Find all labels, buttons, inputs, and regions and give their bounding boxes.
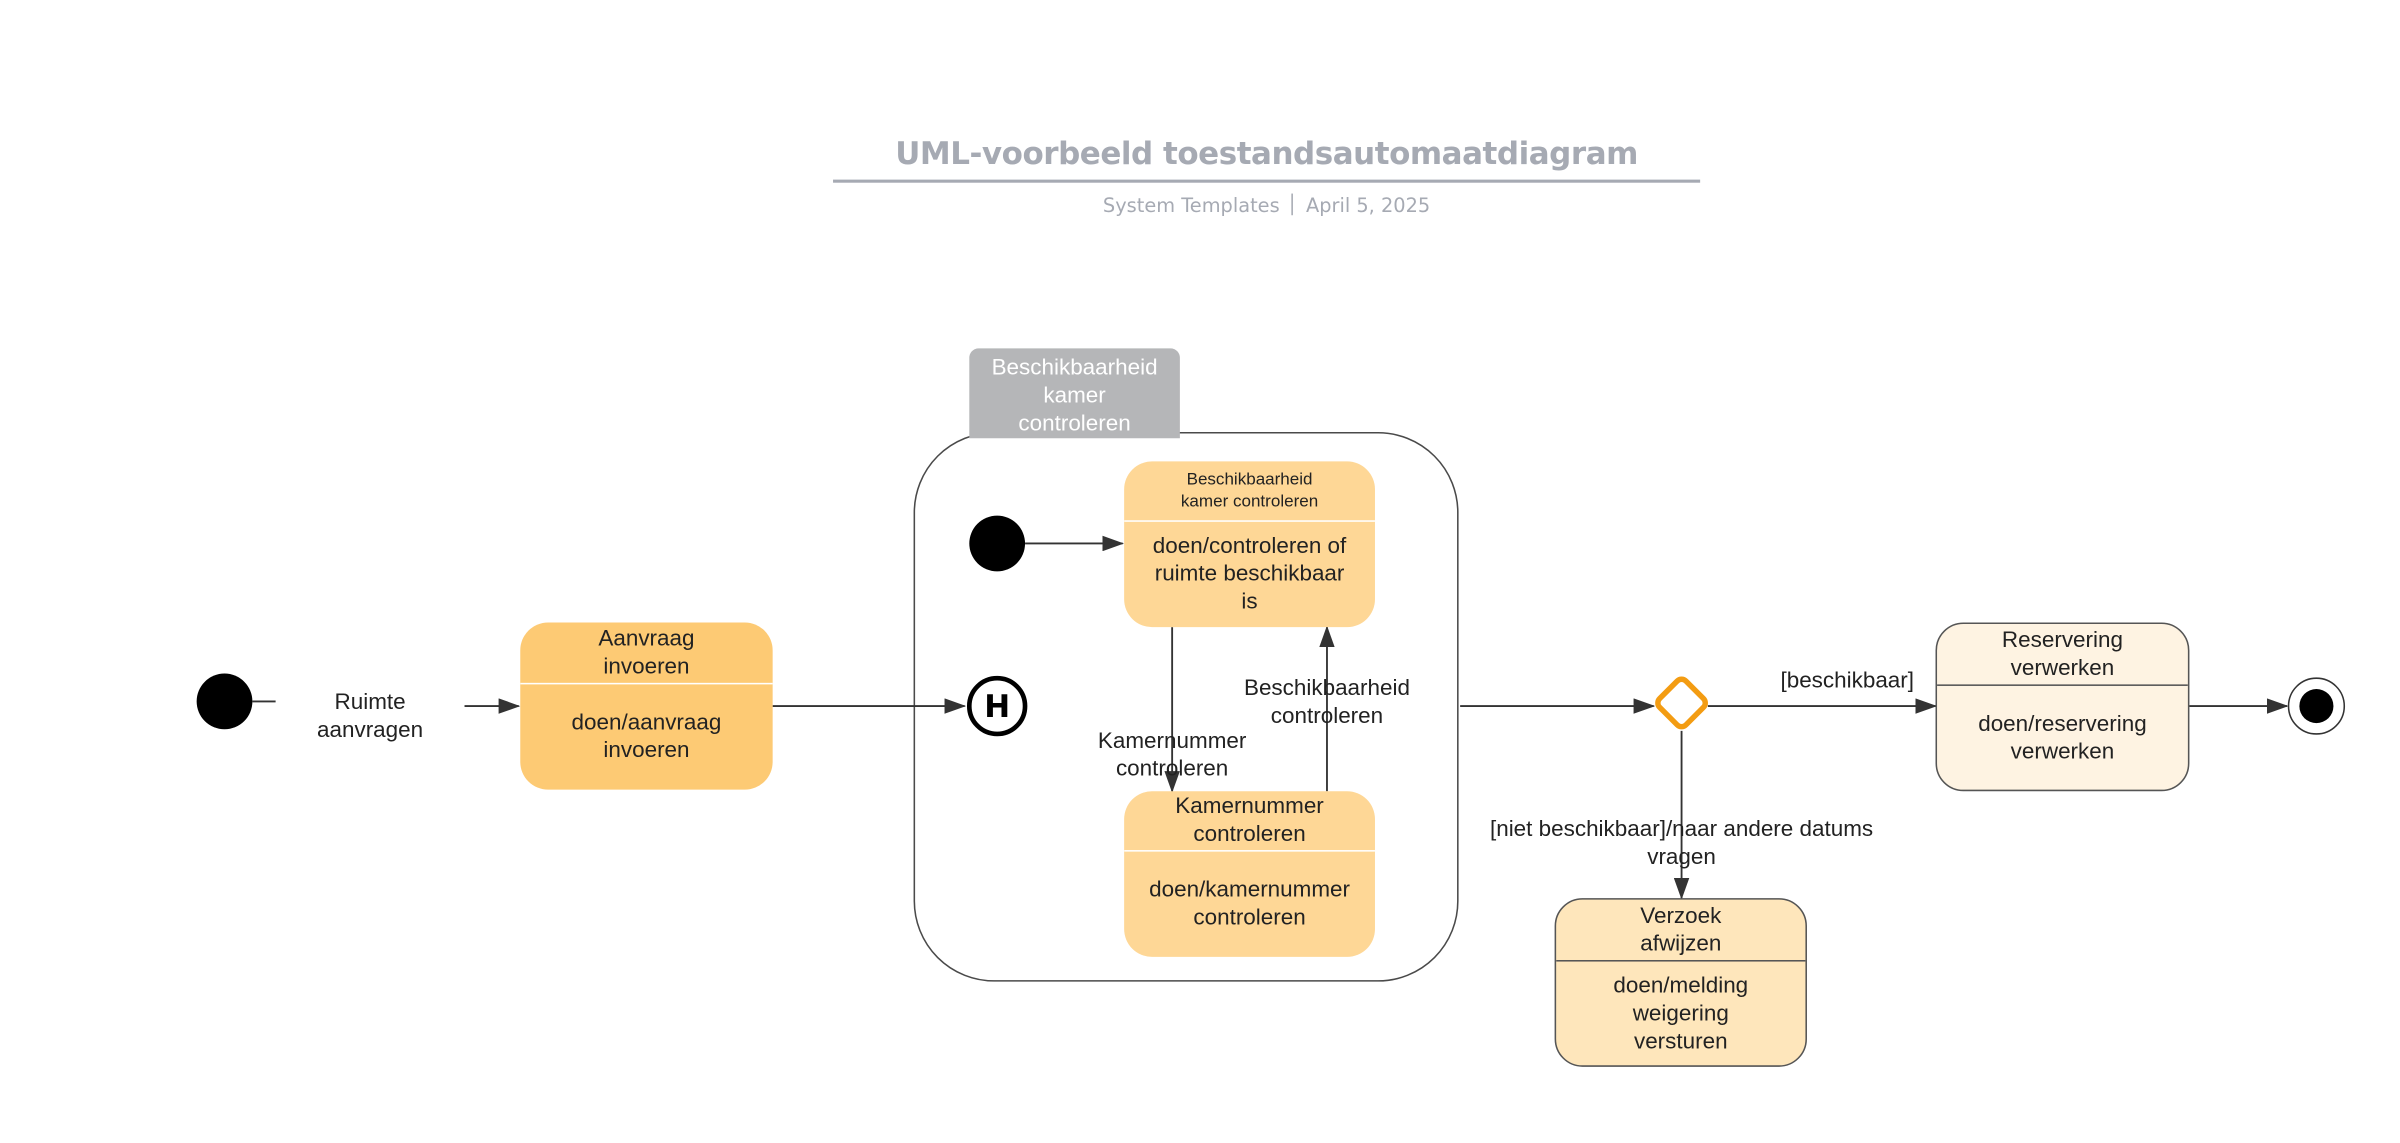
title-underline <box>833 179 1701 183</box>
state-activity: doen/reservering verwerken <box>1978 711 2147 765</box>
transition-label-beschikbaarheid: Beschikbaarheid controleren <box>1243 676 1410 730</box>
composite-initial-node[interactable] <box>969 515 1026 572</box>
state-name: Kamernummer controleren <box>1124 791 1375 852</box>
state-aanvraag-invoeren[interactable]: Aanvraag invoeren doen/aanvraag invoeren <box>520 622 773 790</box>
decision-node[interactable] <box>1655 676 1708 730</box>
transition-label-ruimte-aanvragen: Ruimte aanvragen <box>317 690 424 744</box>
final-node-core <box>2299 689 2334 724</box>
state-beschikbaarheid-kamer[interactable]: Beschikbaarheid kamer controleren doen/c… <box>1124 461 1375 628</box>
diagram-meta: System Templates April 5, 2025 <box>833 193 1700 217</box>
state-activity: doen/melding weigering versturen <box>1613 973 1749 1054</box>
meta-separator <box>1292 193 1294 216</box>
state-name: Reservering verwerken <box>1937 624 2188 686</box>
state-activity: doen/controleren of ruimte beschikbaar i… <box>1152 534 1347 615</box>
state-kamernummer-controleren[interactable]: Kamernummer controleren doen/kamernummer… <box>1124 791 1375 957</box>
initial-node[interactable] <box>196 673 253 730</box>
date-label: April 5, 2025 <box>1305 193 1431 217</box>
transition-label-niet-beschikbaar: [niet beschikbaar]/naar andere datums vr… <box>1489 817 1874 871</box>
history-symbol: H <box>984 689 1010 725</box>
state-activity: doen/kamernummer controleren <box>1149 877 1351 931</box>
source-label: System Templates <box>1102 193 1280 217</box>
state-activity: doen/aanvraag invoeren <box>571 710 722 764</box>
state-verzoek-afwijzen[interactable]: Verzoek afwijzen doen/melding weigering … <box>1554 898 1807 1067</box>
state-name: Aanvraag invoeren <box>520 622 773 685</box>
transition-label-beschikbaar: [beschikbaar] <box>1780 668 1915 694</box>
transition-label-kamernummer: Kamernummer controleren <box>1097 729 1247 782</box>
state-name: Beschikbaarheid kamer controleren <box>1124 461 1375 522</box>
composite-state-title: Beschikbaarheid kamer controleren <box>969 348 1180 439</box>
state-name: Verzoek afwijzen <box>1556 900 1806 962</box>
state-reservering-verwerken[interactable]: Reservering verwerken doen/reservering v… <box>1935 622 2190 792</box>
diagram-title: UML-voorbeeld toestandsautomaatdiagram <box>895 134 1638 172</box>
history-node[interactable] <box>966 675 1028 737</box>
